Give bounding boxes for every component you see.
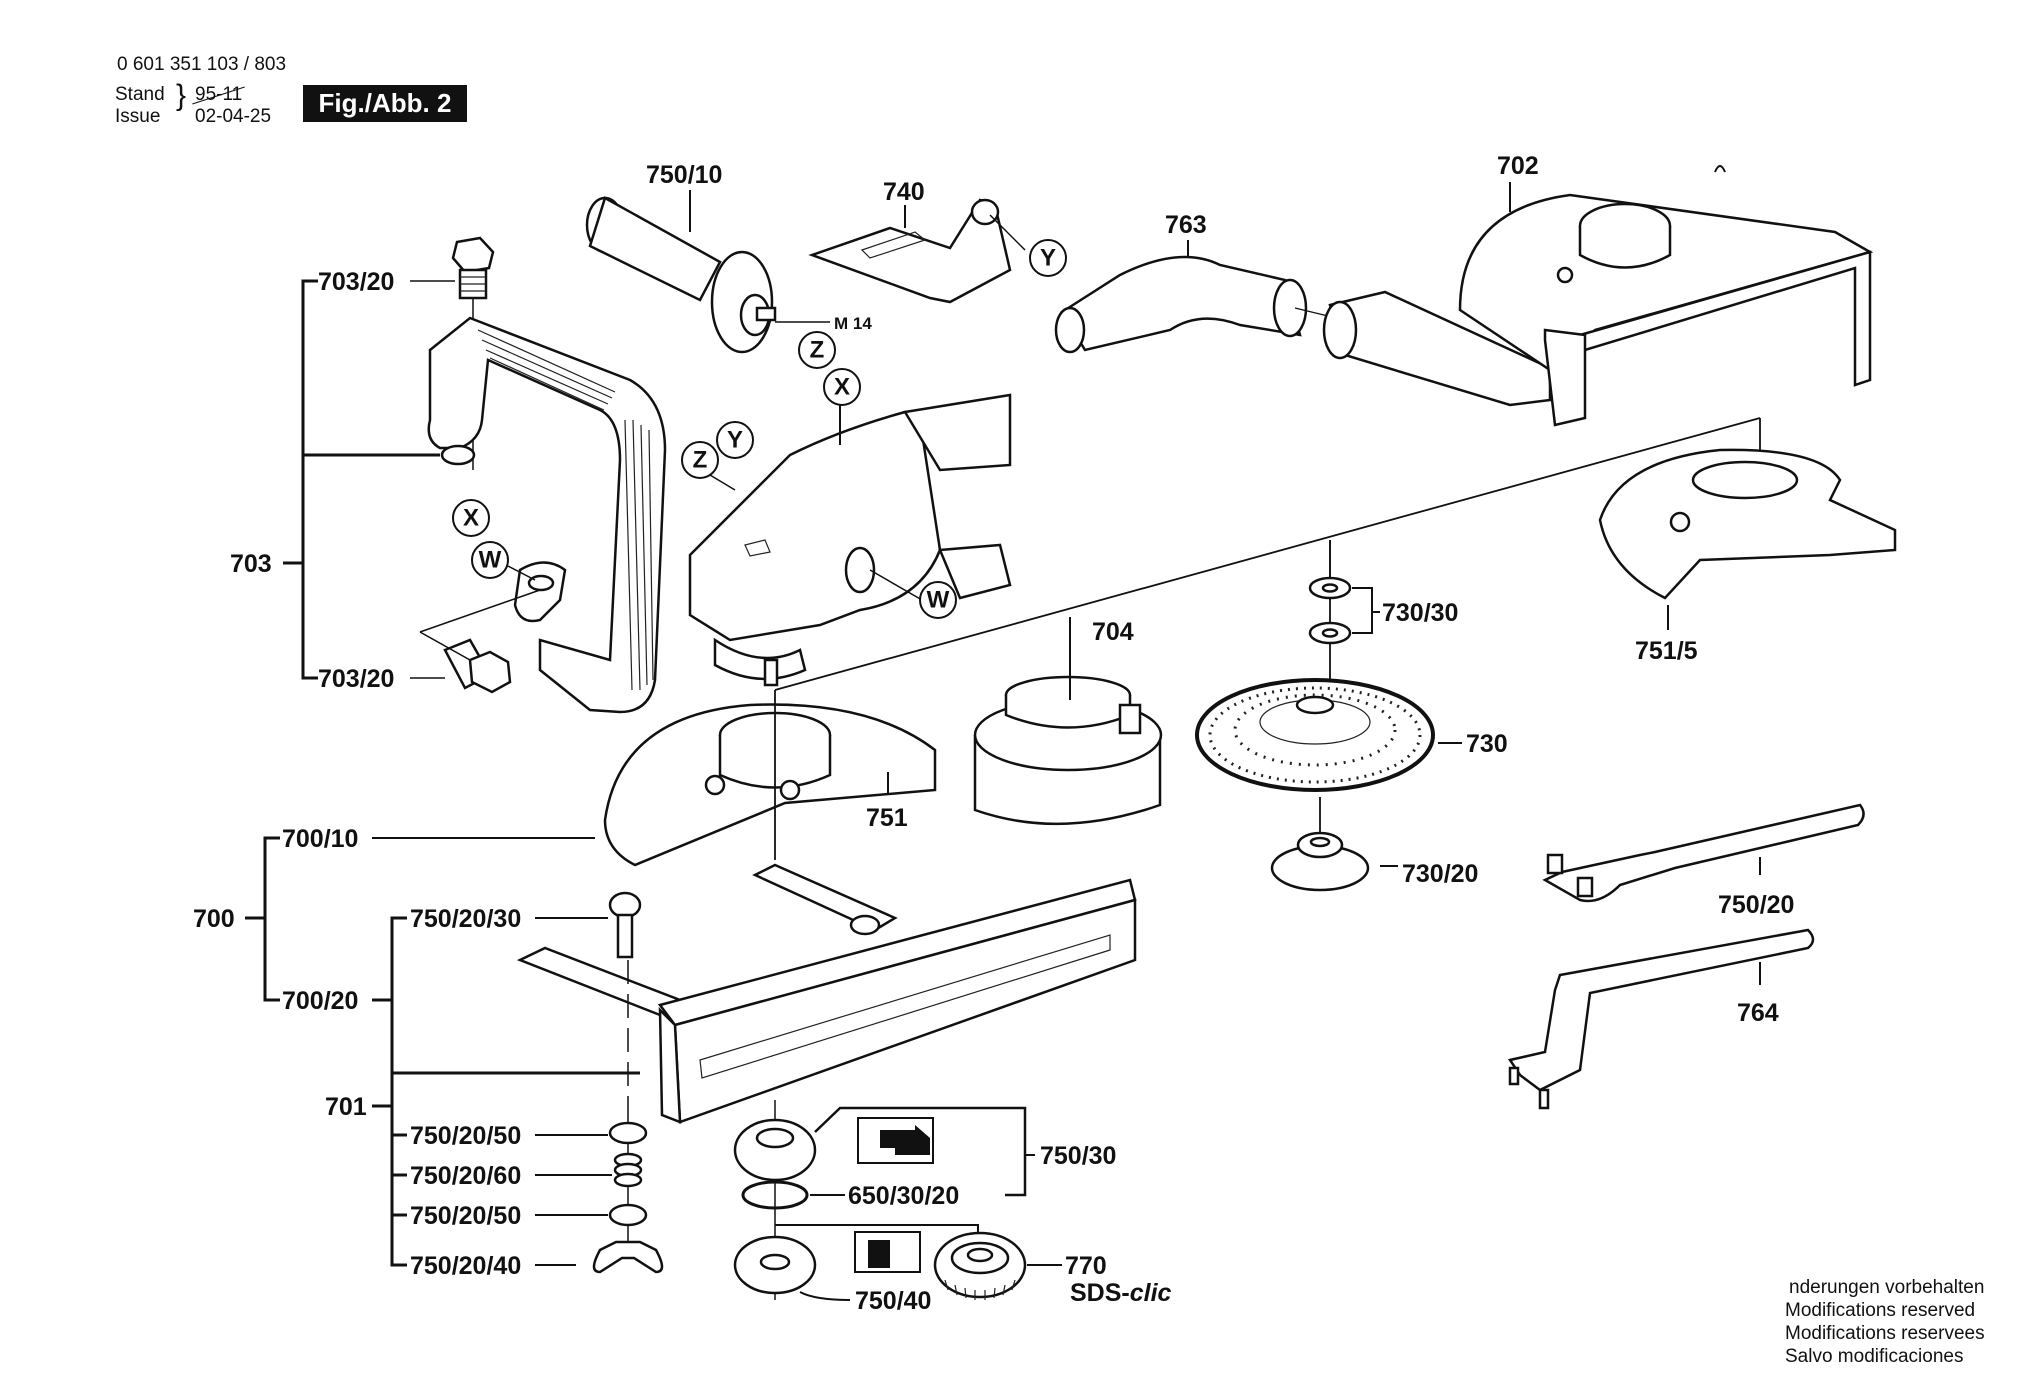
- figure-label: Fig./Abb. 2: [303, 85, 467, 122]
- part-750-40-flange: [733, 1224, 979, 1301]
- old-date-struck: 95-11: [195, 84, 243, 105]
- callout-750-20: 750/20: [1718, 891, 1794, 919]
- svg-text:Z: Z: [810, 337, 825, 364]
- part-740-bracket: [808, 198, 1026, 304]
- callout-751-5: 751/5: [1635, 637, 1698, 665]
- marker-w-tool: W: [919, 581, 957, 619]
- marker-x-top: X: [823, 368, 861, 406]
- callout-730: 730: [1466, 730, 1508, 758]
- bracket-703: [283, 279, 440, 680]
- part-703-handle: [427, 316, 667, 714]
- callout-730-20: 730/20: [1402, 860, 1478, 888]
- bracket-700: [245, 836, 640, 1267]
- axis-line-upper: [774, 417, 1761, 691]
- svg-text:Y: Y: [727, 427, 743, 454]
- marker-x-left: X: [452, 499, 490, 537]
- callout-750-20-40: 750/20/40: [410, 1252, 521, 1280]
- part-751-guard: [603, 690, 937, 867]
- svg-text:X: X: [463, 505, 479, 532]
- callout-751: 751: [866, 804, 908, 832]
- callout-700: 700: [193, 905, 235, 933]
- part-751-5-guard: [1598, 448, 1897, 630]
- callout-750-20-30: 750/20/30: [410, 905, 521, 933]
- part-763-hose: [1054, 240, 1329, 354]
- part-702-guard: [1322, 165, 1874, 427]
- part-770-sds-clic-nut: [933, 1231, 1062, 1300]
- callout-650-30-20: 650/30/20: [848, 1182, 959, 1210]
- angle-grinder-body: [688, 393, 1012, 687]
- callout-703: 703: [230, 550, 272, 578]
- callout-764: 764: [1737, 999, 1779, 1027]
- part-730-20-flange: [1270, 831, 1398, 892]
- brace-icon: }: [176, 79, 187, 112]
- callout-750-20-50-a: 750/20/50: [410, 1122, 521, 1150]
- callout-730-30: 730/30: [1382, 599, 1458, 627]
- svg-text:W: W: [479, 547, 502, 574]
- part-750-20-30-screw: [608, 891, 642, 1120]
- svg-text:Y: Y: [1040, 245, 1056, 272]
- callout-700-20: 700/20: [282, 987, 358, 1015]
- callout-702: 702: [1497, 152, 1539, 180]
- part-700-20-parallel-guide: [516, 863, 1137, 1124]
- part-750-20-wrench: [1542, 803, 1865, 903]
- callout-701: 701: [325, 1093, 367, 1121]
- callout-770: 770: [1065, 1252, 1107, 1280]
- callout-703-20-bottom: 703/20: [318, 665, 394, 693]
- marker-y-bracket: Y: [1029, 239, 1067, 277]
- svg-text:W: W: [927, 587, 950, 614]
- part-704-hood: [973, 617, 1163, 826]
- part-730-disc: [1195, 678, 1462, 835]
- svg-text:Z: Z: [693, 447, 708, 474]
- marker-z-tool: Z: [681, 441, 719, 479]
- notice-de: nderungen vorbehalten: [1789, 1277, 1985, 1298]
- issue-label: Issue: [115, 106, 161, 127]
- callout-750-40: 750/40: [855, 1287, 931, 1315]
- callout-750-20-60: 750/20/60: [410, 1162, 521, 1190]
- notice-en: Modifications reserved: [1785, 1300, 1976, 1321]
- part-750-30-flange-nut: [733, 1100, 1035, 1300]
- part-number: 0 601 351 103 / 803: [117, 54, 287, 75]
- callout-740: 740: [883, 178, 925, 206]
- part-750-20-stack: [535, 1120, 664, 1274]
- svg-text:X: X: [834, 374, 850, 401]
- callout-704: 704: [1092, 618, 1134, 646]
- sds-clic-label: SDS-clic: [1070, 1279, 1172, 1307]
- notice-fr: Modifications reservees: [1785, 1323, 1985, 1344]
- notice-es: Salvo modificaciones: [1785, 1346, 1964, 1367]
- stand-label: Stand: [115, 84, 165, 105]
- part-764-wrench: [1507, 928, 1815, 1110]
- marker-w-left: W: [471, 541, 536, 581]
- marker-y-tool: Y: [716, 421, 754, 459]
- part-750-10-side-handle: [585, 190, 830, 354]
- callout-700-10: 700/10: [282, 825, 358, 853]
- marker-z-handle: Z: [798, 331, 836, 369]
- callout-703-20-top: 703/20: [318, 268, 394, 296]
- callout-750-20-50-b: 750/20/50: [410, 1202, 521, 1230]
- part-730-30-flanges: [1308, 540, 1380, 720]
- callout-m14: M 14: [834, 314, 872, 333]
- issue-date: 02-04-25: [195, 106, 272, 127]
- part-703-20-bolt-bottom: [410, 589, 541, 694]
- callout-750-10: 750/10: [646, 161, 722, 189]
- callout-763: 763: [1165, 211, 1207, 239]
- part-650-30-20-o-ring: [741, 1180, 845, 1210]
- modifications-notice: nderungen vorbehalten Modifications rese…: [1785, 1276, 1985, 1368]
- callout-750-30: 750/30: [1040, 1142, 1116, 1170]
